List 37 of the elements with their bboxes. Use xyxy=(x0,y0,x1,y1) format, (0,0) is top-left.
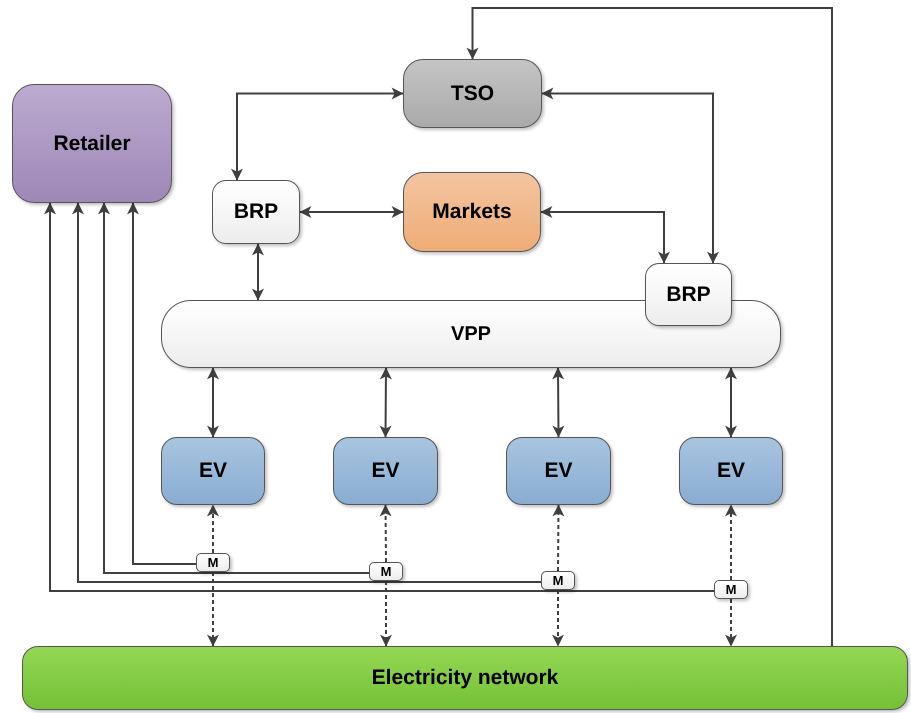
dashed-arrow xyxy=(725,599,737,647)
process-box: BRP xyxy=(212,180,300,244)
arrow xyxy=(552,367,564,438)
ev-box: EV xyxy=(506,437,611,505)
ev-box: EV xyxy=(679,437,783,505)
arrow xyxy=(98,202,369,574)
dashed-arrow xyxy=(380,581,392,647)
arrow xyxy=(231,88,404,181)
arrow xyxy=(380,367,392,438)
arrow xyxy=(466,7,833,646)
arrow xyxy=(44,202,714,592)
meter-box: M xyxy=(541,571,575,590)
dashed-arrow xyxy=(552,504,564,571)
dashed-arrow xyxy=(552,590,564,647)
arrow xyxy=(207,367,219,438)
arrow xyxy=(541,88,719,264)
dashed-arrow xyxy=(725,504,737,580)
ev-box: EV xyxy=(333,437,438,505)
retailer-box: Retailer xyxy=(12,84,172,203)
arrow xyxy=(72,202,541,583)
meter-box: M xyxy=(714,580,748,599)
arrow xyxy=(725,367,737,438)
tso-box: TSO xyxy=(403,59,542,128)
arrow xyxy=(299,206,404,218)
arrow xyxy=(540,206,670,264)
ev-box: EV xyxy=(161,437,265,505)
dashed-arrow xyxy=(207,504,219,553)
network-bar: Electricity network xyxy=(22,646,908,710)
markets-box: Markets xyxy=(403,172,541,252)
dashed-arrow xyxy=(380,504,392,562)
meter-box: M xyxy=(369,562,403,581)
dashed-arrow xyxy=(207,572,219,647)
meter-box: M xyxy=(196,553,230,572)
process-box: BRP xyxy=(645,263,732,326)
arrow xyxy=(127,202,196,565)
process-box: VPP xyxy=(161,300,781,368)
arrow xyxy=(252,243,264,301)
